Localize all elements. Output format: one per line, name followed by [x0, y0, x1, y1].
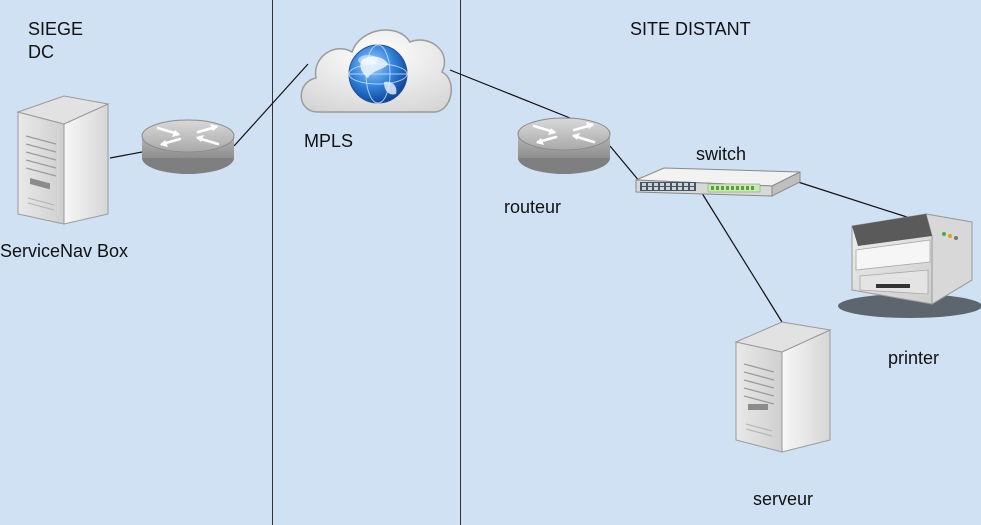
mpls-cloud-icon: [300, 29, 452, 113]
mpls-label: MPLS: [304, 131, 354, 151]
serveur-label: serveur: [753, 489, 814, 509]
switch-icon: [635, 167, 801, 197]
switch-label: switch: [696, 144, 747, 164]
zone-divider-left: [272, 0, 273, 525]
link-server-router-siege: [109, 151, 143, 159]
link-router-siege-mpls: [233, 63, 309, 147]
link-routeur-switch: [609, 145, 641, 183]
servicenav-box-label: ServiceNav Box: [0, 241, 129, 261]
link-switch-printer: [797, 181, 911, 219]
routeur-icon: [517, 117, 611, 174]
routeur-label: routeur: [504, 197, 562, 217]
printer-icon: [838, 213, 981, 318]
printer-label: printer: [888, 348, 940, 368]
siege-router-icon: [141, 119, 235, 174]
zone-divider-right: [460, 0, 461, 525]
serveur-icon: [734, 321, 832, 453]
zone-label-siege: SIEGE: [28, 19, 84, 39]
link-switch-serveur: [699, 189, 783, 323]
zone-label-site-distant: SITE DISTANT: [630, 19, 751, 39]
servicenav-server-icon: [16, 95, 110, 225]
zone-label-dc: DC: [28, 42, 54, 62]
link-mpls-routeur: [449, 69, 571, 119]
